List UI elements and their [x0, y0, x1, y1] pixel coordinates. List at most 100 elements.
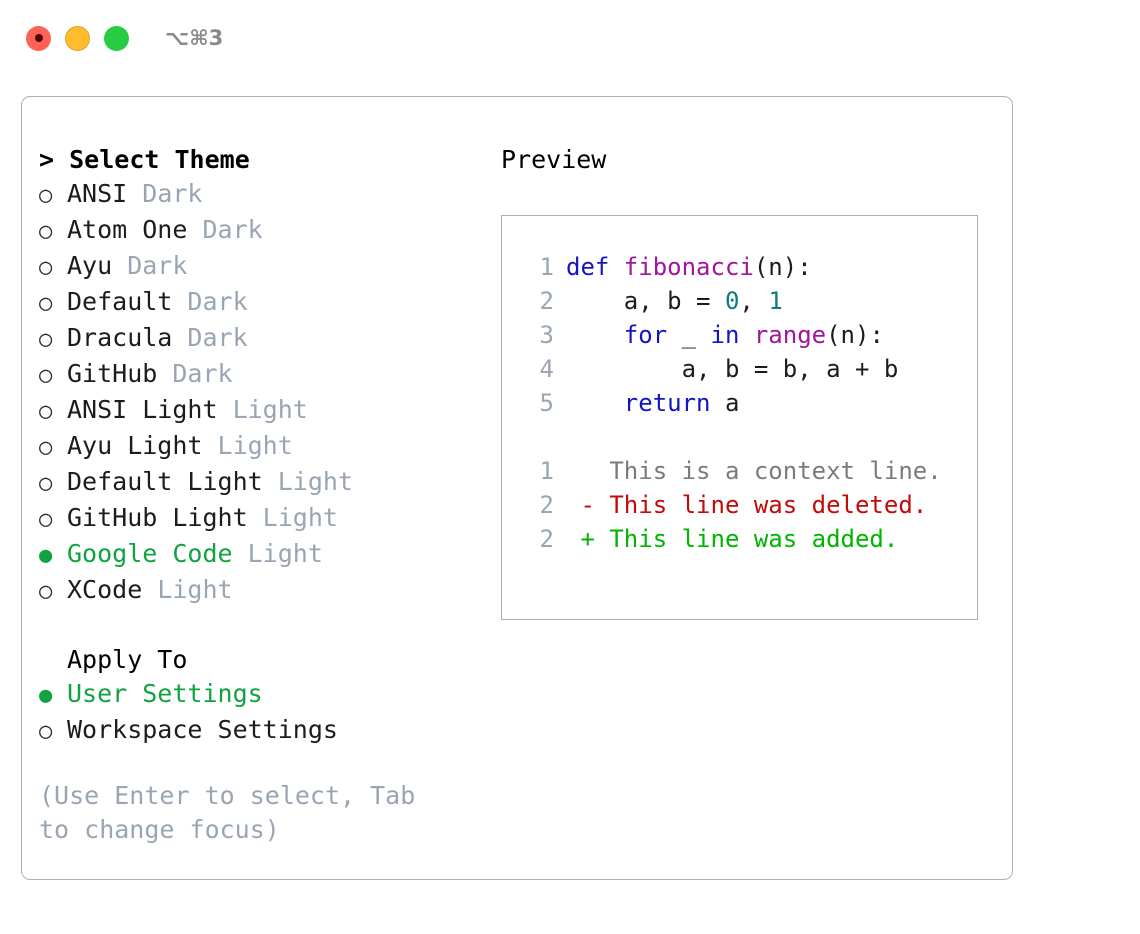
zoom-button[interactable]	[104, 25, 129, 51]
theme-list-item[interactable]: ○Dracula Dark	[39, 321, 487, 357]
code-token-plain: a	[724, 389, 740, 417]
code-line: 2 a, b = 0, 1	[524, 284, 977, 318]
code-token-plain: a, b = b, a + b	[566, 355, 899, 383]
close-icon	[34, 34, 43, 42]
code-line-content: for _ in range(n):	[566, 318, 884, 352]
code-token-kw: in	[710, 321, 754, 349]
theme-list-item[interactable]: ○ ANSI Dark	[39, 177, 487, 213]
theme-variant-label: Light	[247, 503, 338, 532]
theme-name-label: Dracula	[67, 323, 173, 352]
diff-line-content-del: - This line was deleted.	[566, 491, 928, 519]
theme-list-item[interactable]: ○Default Light Light	[39, 465, 487, 501]
apply-to-item[interactable]: ○ Workspace Settings	[39, 713, 487, 749]
window-controls	[26, 25, 129, 51]
theme-variant-label: Light	[202, 431, 293, 460]
line-number: 4	[539, 355, 554, 383]
diff-line-content-ctx: This is a context line.	[566, 457, 942, 485]
code-token-plain: _	[681, 321, 711, 349]
code-line-content: a, b = b, a + b	[566, 352, 899, 386]
theme-list-item[interactable]: ○ Ayu Light Light	[39, 429, 487, 465]
line-number: 2	[539, 287, 554, 315]
theme-list-item[interactable]: ○Ayu Dark	[39, 249, 487, 285]
theme-list-item[interactable]: ○ XCode Light	[39, 573, 487, 609]
minimize-button[interactable]	[65, 25, 90, 51]
theme-variant-label: Dark	[157, 359, 233, 388]
theme-list-item[interactable]: ○ ANSI Light Light	[39, 393, 487, 429]
focus-caret-icon: >	[39, 145, 55, 174]
theme-name-label: Ayu	[67, 251, 113, 280]
code-line-content: a, b = 0, 1	[566, 284, 783, 318]
keyboard-shortcut-label: ⌥⌘3	[165, 26, 224, 50]
theme-list-item[interactable]: ○ Default Dark	[39, 285, 487, 321]
code-token-num: 1	[768, 287, 783, 315]
line-number: 1	[539, 253, 554, 281]
line-number: 1	[539, 457, 554, 485]
code-line: 5 return a	[524, 386, 977, 420]
radio-unselected-icon: ○	[39, 399, 53, 424]
theme-name-label: Default	[67, 287, 173, 316]
theme-list-item[interactable]: ○ GitHub Dark	[39, 357, 487, 393]
hint-spacer	[39, 749, 487, 779]
select-theme-heading: > Select Theme	[39, 143, 487, 177]
code-token-kw: return	[566, 389, 725, 417]
close-button[interactable]	[26, 25, 51, 51]
apply-to-label: User Settings	[67, 679, 263, 708]
radio-unselected-icon: ○	[39, 291, 53, 316]
theme-variant-label: Dark	[127, 179, 203, 208]
theme-list-item[interactable]: ○ GitHub Light Light	[39, 501, 487, 537]
code-line: 4 a, b = b, a + b	[524, 352, 977, 386]
code-line: 1 def fibonacci(n):	[524, 250, 977, 284]
title-bar: ⌥⌘3	[0, 0, 1140, 76]
theme-name-label: ANSI	[67, 179, 128, 208]
radio-unselected-icon: ○	[39, 219, 53, 244]
code-line-content: def fibonacci(n):	[566, 250, 812, 284]
diff-sample: 1 This is a context line.2 - This line w…	[524, 454, 977, 556]
apply-to-item[interactable]: ● User Settings	[39, 677, 487, 713]
radio-unselected-icon: ○	[39, 435, 53, 460]
code-token-kw: for	[566, 321, 682, 349]
code-token-kw: def	[566, 253, 624, 281]
diff-line-content-add: + This line was added.	[566, 525, 899, 553]
code-token-num: 0	[724, 287, 740, 315]
code-line-content: return a	[566, 386, 740, 420]
theme-variant-label: Light	[232, 539, 323, 568]
theme-variant-label: Light	[142, 575, 233, 604]
radio-selected-icon: ●	[39, 543, 53, 568]
theme-list: ○ANSI Dark○Atom One Dark○Ayu Dark○Defaul…	[39, 177, 487, 609]
radio-selected-icon: ●	[39, 683, 53, 708]
theme-name-label: GitHub	[67, 359, 158, 388]
radio-unselected-icon: ○	[39, 507, 53, 532]
theme-variant-label: Light	[217, 395, 308, 424]
theme-name-label: ANSI Light	[67, 395, 218, 424]
theme-variant-label: Dark	[172, 287, 248, 316]
radio-unselected-icon: ○	[39, 719, 53, 744]
theme-list-item[interactable]: ● Google Code Light	[39, 537, 487, 573]
radio-unselected-icon: ○	[39, 579, 53, 604]
theme-name-label: XCode	[67, 575, 143, 604]
code-token-plain: ,	[739, 287, 769, 315]
keyboard-hint-text: (Use Enter to select, Tab to change focu…	[39, 781, 431, 844]
theme-name-label: Ayu Light	[67, 431, 203, 460]
theme-name-label: GitHub Light	[67, 503, 248, 532]
theme-variant-label: Dark	[187, 215, 263, 244]
code-token-plain: (n):	[826, 321, 884, 349]
radio-unselected-icon: ○	[39, 183, 53, 208]
theme-name-label: Atom One	[67, 215, 188, 244]
code-diff-spacer	[524, 420, 977, 454]
select-theme-heading-label: Select Theme	[69, 145, 250, 174]
content-panel: > Select Theme ○ANSI Dark○Atom One Dark○…	[21, 96, 1013, 880]
code-token-fn: fibonacci	[623, 253, 754, 281]
theme-name-label: Google Code	[67, 539, 233, 568]
section-spacer	[39, 609, 487, 643]
theme-list-item[interactable]: ○ Atom One Dark	[39, 213, 487, 249]
preview-title: Preview	[501, 145, 607, 174]
code-token-fn: range	[753, 321, 827, 349]
theme-variant-label: Light	[262, 467, 353, 496]
radio-unselected-icon: ○	[39, 363, 53, 388]
theme-name-label: Default Light	[67, 467, 263, 496]
apply-to-label: Workspace Settings	[67, 715, 338, 744]
